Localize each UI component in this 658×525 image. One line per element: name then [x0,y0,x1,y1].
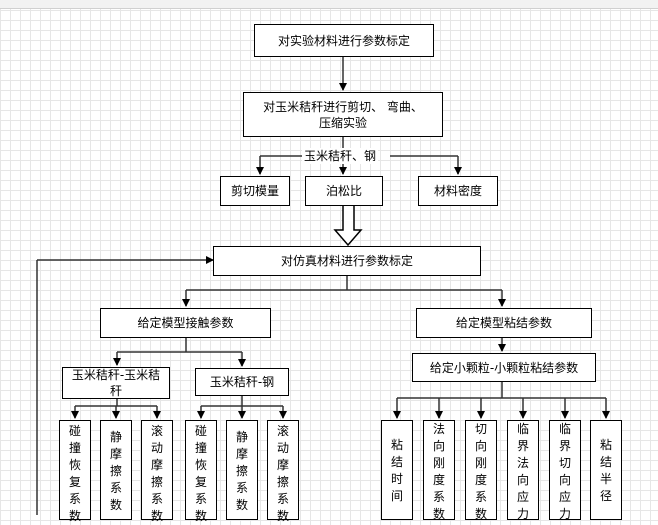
poisson-ratio-box[interactable]: 泊松比 [305,176,383,206]
small-particle-bond-label: 给定小颗粒-小颗粒粘结参数 [429,360,579,375]
calibrate-experiment-box[interactable]: 对实验材料进行参数标定 [254,24,434,57]
calibrate-experiment-label: 对实验材料进行参数标定 [277,33,410,48]
normal-stiffness-label: 法向刚度系数 [432,422,445,521]
tangential-stiffness-label: 切向刚度系数 [474,422,487,521]
bond-radius-box[interactable]: 粘结半径 [590,420,622,520]
ss-rolling-friction-label: 滚动摩擦系数 [150,424,163,523]
poisson-ratio-label: 泊松比 [325,184,362,198]
calibrate-simulation-label: 对仿真材料进行参数标定 [280,254,413,268]
ss-rolling-friction-box[interactable]: 滚动摩擦系数 [141,420,173,523]
ss-restitution-label: 碰撞恢复系数 [68,424,81,523]
st-restitution-label: 碰撞恢复系数 [194,424,207,523]
stalk-steel-label: 玉米秸秆-钢 [209,375,275,389]
critical-normal-stress-label: 临界法向应力 [516,422,529,521]
stalk-tests-box[interactable]: 对玉米秸秆进行剪切、 弯曲、 压缩实验 [243,92,443,137]
stalk-stalk-label: 玉米秸秆-玉米秸秆 [71,368,161,398]
bond-params-box[interactable]: 给定模型粘结参数 [416,308,592,338]
st-rolling-friction-label: 滚动摩擦系数 [276,424,289,523]
tangential-stiffness-box[interactable]: 切向刚度系数 [465,420,497,521]
stalk-stalk-box[interactable]: 玉米秸秆-玉米秸秆 [62,367,170,399]
top-toolbar-strip [0,0,658,9]
ss-restitution-box[interactable]: 碰撞恢复系数 [59,420,91,523]
bond-radius-label: 粘结半径 [599,438,612,503]
critical-tangential-stress-box[interactable]: 临界切向应力 [549,420,581,521]
shear-modulus-box[interactable]: 剪切模量 [220,176,290,206]
ss-static-friction-label: 静摩擦系数 [109,430,122,512]
bond-time-label: 粘结时间 [390,438,403,503]
calibrate-simulation-box[interactable]: 对仿真材料进行参数标定 [213,246,481,276]
contact-params-box[interactable]: 给定模型接触参数 [100,308,271,338]
material-density-box[interactable]: 材料密度 [418,176,498,206]
st-rolling-friction-box[interactable]: 滚动摩擦系数 [267,420,299,523]
st-restitution-box[interactable]: 碰撞恢复系数 [185,420,217,523]
materials-edge-label: 玉米秸秆、钢 [302,148,379,164]
critical-normal-stress-box[interactable]: 临界法向应力 [507,420,539,521]
small-particle-bond-box[interactable]: 给定小颗粒-小颗粒粘结参数 [412,353,596,382]
normal-stiffness-box[interactable]: 法向刚度系数 [423,420,455,521]
stalk-tests-label: 对玉米秸秆进行剪切、 弯曲、 压缩实验 [263,99,423,130]
shear-modulus-label: 剪切模量 [230,184,279,198]
contact-params-label: 给定模型接触参数 [137,316,234,330]
critical-tangential-stress-label: 临界切向应力 [558,422,571,521]
st-static-friction-box[interactable]: 静摩擦系数 [226,420,258,520]
bond-params-label: 给定模型粘结参数 [455,316,552,330]
stalk-steel-box[interactable]: 玉米秸秆-钢 [195,368,289,396]
material-density-label: 材料密度 [433,184,482,198]
bond-time-box[interactable]: 粘结时间 [381,420,413,520]
ss-static-friction-box[interactable]: 静摩擦系数 [100,420,132,520]
st-static-friction-label: 静摩擦系数 [235,430,248,512]
